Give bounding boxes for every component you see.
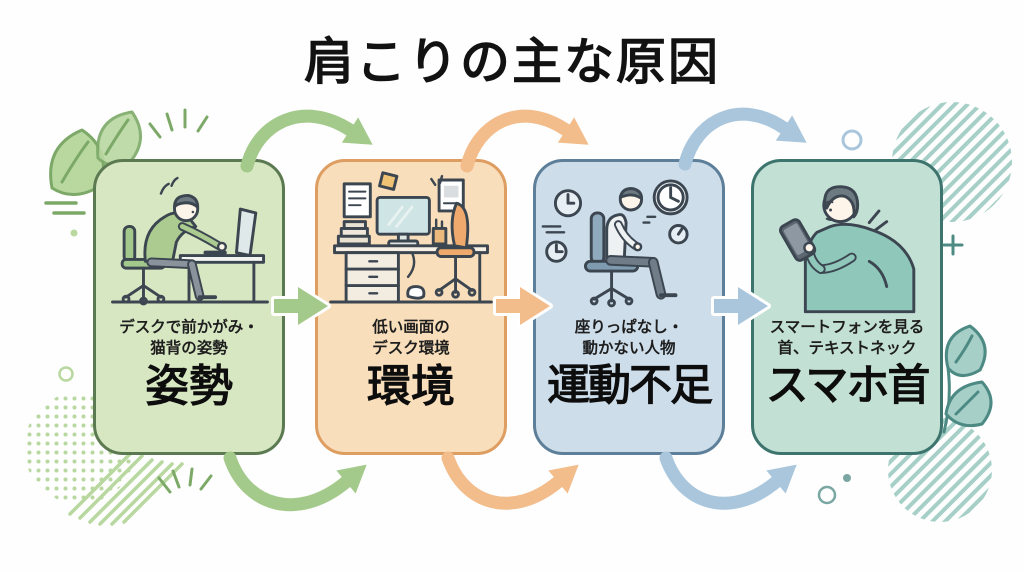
green-dot-icon xyxy=(70,229,78,237)
teal-ring-icon xyxy=(817,485,837,505)
person-hunched-at-desk-illustration xyxy=(111,176,269,306)
diagonal-stripes-icon xyxy=(68,450,184,526)
card-environment: 低い画面のデスク環境 環境 xyxy=(315,159,507,455)
card-caption: デスクで前かがみ・猫背の姿勢 xyxy=(119,319,259,357)
card-smartphone-neck: スマートフォンを見る首、テキストネック スマホ首 xyxy=(751,159,943,455)
sitting-person-with-clocks-illustration xyxy=(541,179,689,308)
green-ring-icon xyxy=(58,366,74,382)
page-title: 肩こりの主な原因 xyxy=(304,34,720,90)
plus-sign-icon xyxy=(942,234,964,256)
card-caption: 座りっぱなし・動かない人物 xyxy=(574,319,684,357)
green-leaves-icon xyxy=(49,110,142,196)
card-label: 運動不足 xyxy=(547,361,713,410)
person-looking-at-phone-illustration xyxy=(779,185,916,314)
card-label: 姿勢 xyxy=(145,361,233,411)
blue-ring-icon xyxy=(841,129,863,151)
card-posture: デスクで前かがみ・猫背の姿勢 姿勢 xyxy=(93,159,285,455)
card-caption: スマートフォンを見る首、テキストネック xyxy=(769,319,925,357)
sparkle-marks-icon xyxy=(157,467,213,494)
sparkle-marks-icon xyxy=(148,108,209,139)
card-label: 環境 xyxy=(367,361,455,411)
card-lack-of-exercise: 座りっぱなし・動かない人物 運動不足 xyxy=(533,159,725,455)
teal-dot-icon xyxy=(843,474,851,482)
card-label: スマホ首 xyxy=(765,361,931,410)
dash-lines-icon xyxy=(44,201,86,215)
cluttered-desk-illustration xyxy=(329,171,493,304)
card-caption: 低い画面のデスク環境 xyxy=(372,319,450,357)
